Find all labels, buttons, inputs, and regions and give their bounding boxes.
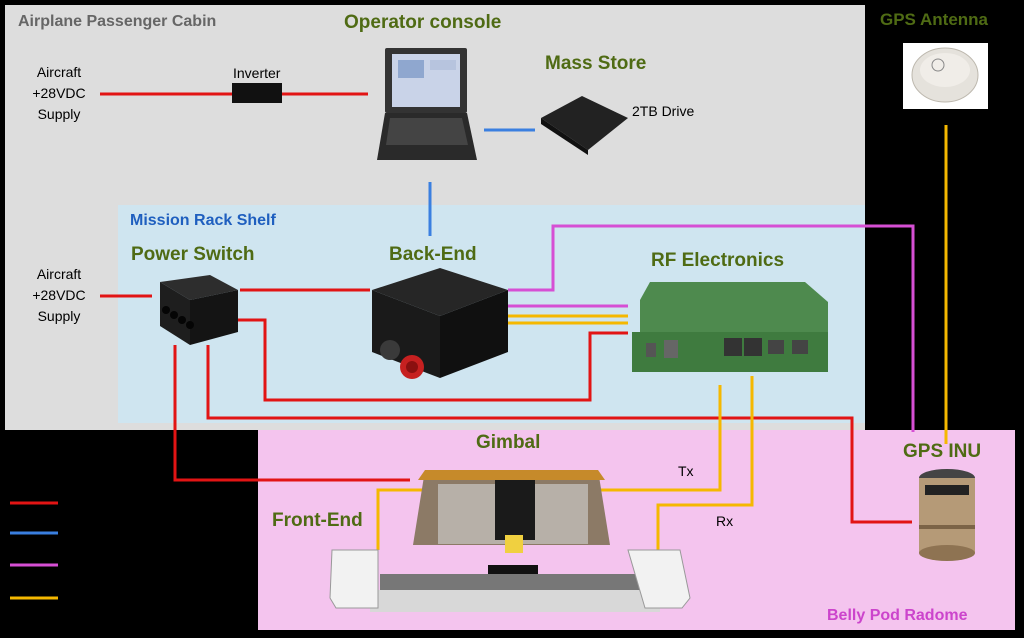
gps-lines <box>508 224 915 432</box>
supply-label-top: Aircraft +28VDC Supply <box>28 62 90 125</box>
tx-label: Tx <box>678 463 694 479</box>
gps-antenna-title: GPS Antenna <box>880 10 988 29</box>
supply-label-mid: Aircraft +28VDC Supply <box>28 264 90 327</box>
power-switch-drawing <box>160 275 238 345</box>
supply-mid-line-2: +28VDC <box>32 287 86 303</box>
power-switch-title: Power Switch <box>131 244 255 265</box>
supply-top-line-1: Aircraft <box>36 64 82 80</box>
laptop-drawing <box>377 48 477 160</box>
supply-top-line-2: +28VDC <box>32 85 86 101</box>
operator-console-title: Operator console <box>344 12 502 33</box>
mass-store-title: Mass Store <box>545 53 647 74</box>
cabin-title: Airplane Passenger Cabin <box>18 13 217 30</box>
gps-antenna-drawing <box>903 43 988 109</box>
rack-title: Mission Rack Shelf <box>130 212 276 229</box>
mass-store-sublabel: 2TB Drive <box>632 103 695 119</box>
back-end-title: Back-End <box>389 244 477 265</box>
gps-inu-drawing <box>919 469 975 561</box>
gps-inu-title: GPS INU <box>903 441 982 462</box>
legend-lines <box>10 501 58 600</box>
rf-electronics-title: RF Electronics <box>651 250 785 271</box>
front-end-title: Front-End <box>272 510 363 531</box>
radome-title: Belly Pod Radome <box>827 607 968 624</box>
back-end-drawing <box>372 268 508 379</box>
supply-top-line-3: Supply <box>37 106 81 122</box>
rx-label: Rx <box>716 513 734 529</box>
inverter-block <box>232 83 282 103</box>
gimbal-title: Gimbal <box>476 432 541 453</box>
rf-electronics-drawing <box>632 282 828 372</box>
gimbal-drawing <box>329 470 691 612</box>
drive-drawing <box>541 96 628 155</box>
supply-mid-line-3: Supply <box>37 308 81 324</box>
data-lines <box>428 128 535 236</box>
supply-mid-line-1: Aircraft <box>36 266 82 282</box>
inverter-label: Inverter <box>233 65 281 81</box>
